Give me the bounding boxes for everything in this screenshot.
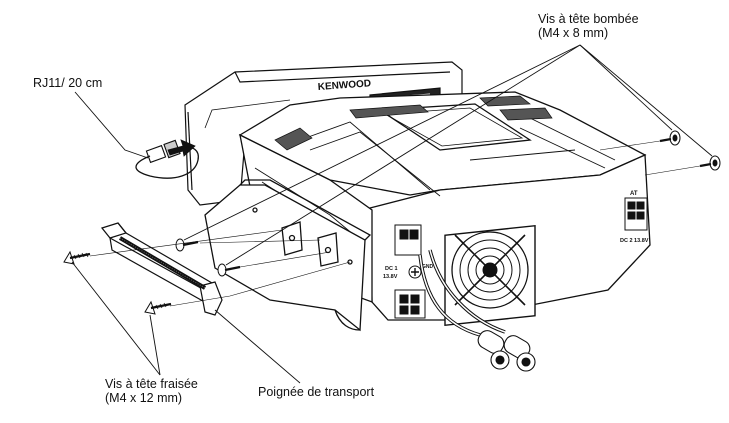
power-cable xyxy=(418,249,506,337)
countersunk-screw-label-line2: (M4 x 12 mm) xyxy=(105,391,183,405)
vent-grille xyxy=(274,95,553,151)
carry-handle xyxy=(100,222,223,316)
dome-screw-icon xyxy=(699,155,721,171)
countersunk-screw-label-line1: Vis à tête fraisée xyxy=(105,377,198,391)
countersunk-screw-label: Vis à tête fraisée (M4 x 12 mm) xyxy=(105,377,198,405)
countersunk-screw-icon xyxy=(144,300,172,315)
rj11-cable-label: RJ11/ 20 cm xyxy=(33,76,102,90)
insert-arrow-icon xyxy=(167,139,196,157)
dc2-connector xyxy=(624,197,648,231)
alignment-lines xyxy=(89,140,701,307)
brand-marking: KENWOOD xyxy=(317,78,371,93)
mounting-bracket xyxy=(204,179,372,332)
leader-lines xyxy=(71,44,713,384)
dome-screw-label: Vis à tête bombée (M4 x 8 mm) xyxy=(538,12,639,40)
carry-handle-label-text: Poignée de transport xyxy=(258,385,375,399)
rj11-cable-label-text: RJ11/ 20 cm xyxy=(33,76,103,90)
rj11-cable xyxy=(135,146,199,179)
countersunk-screw-icon xyxy=(63,250,91,265)
dome-screw-icon xyxy=(217,263,241,277)
dome-screw-icon xyxy=(175,238,199,252)
cooling-fan xyxy=(444,224,536,327)
dc1-marking: DC 1 xyxy=(385,266,398,272)
power-cable-fuse xyxy=(477,330,536,372)
gnd-marking: GND xyxy=(422,264,434,270)
dc2-marking: DC 2 13.8V xyxy=(620,238,649,244)
dome-screw-label-line1: Vis à tête bombée xyxy=(538,12,639,26)
dc1-voltage-marking: 13.8V xyxy=(383,274,398,280)
dome-screw-icon xyxy=(659,130,681,146)
carry-handle-label: Poignée de transport xyxy=(258,385,374,399)
dome-screw-label-line2: (M4 x 8 mm) xyxy=(538,26,609,40)
at-marking: AT xyxy=(630,191,638,197)
dc1-terminal xyxy=(394,224,426,319)
